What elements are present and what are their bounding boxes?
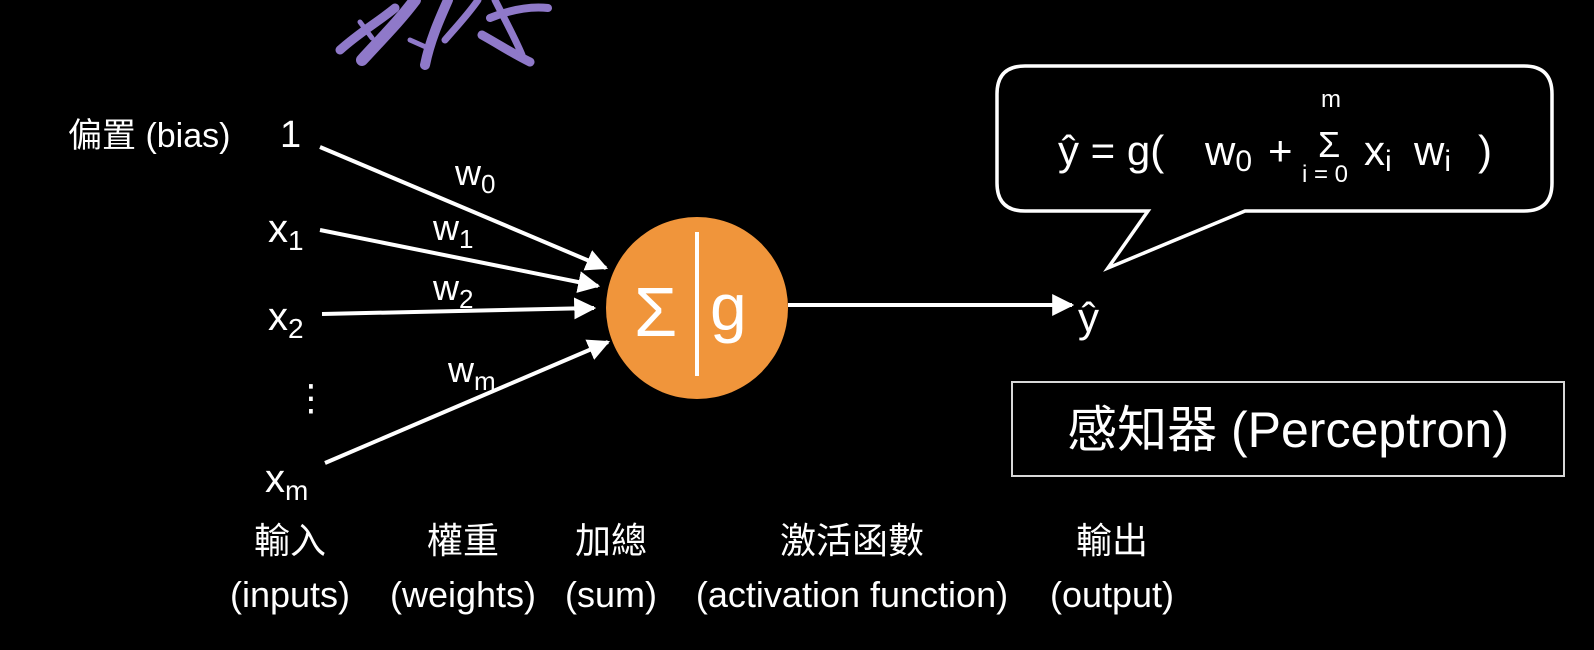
input-x1: x1 <box>268 207 304 256</box>
formula-sum-upper: m <box>1321 86 1341 113</box>
perceptron-node: Σ g <box>606 217 788 399</box>
formula-sigma: Σ <box>1318 124 1340 165</box>
stage-activation-en: (activation function) <box>696 574 1008 615</box>
stage-output-en: (output) <box>1050 574 1174 615</box>
sum-symbol: Σ <box>634 273 677 351</box>
stage-inputs-zh: 輸入 <box>254 520 326 561</box>
caption-frame <box>1011 381 1565 477</box>
formula-plus: + <box>1268 127 1293 174</box>
weight-w2: w2 <box>432 267 473 314</box>
stage-output-zh: 輸出 <box>1076 520 1148 561</box>
stage-inputs-en: (inputs) <box>230 574 350 615</box>
input-ellipsis: ⋮ <box>293 377 329 418</box>
stage-sum-zh: 加總 <box>575 520 647 561</box>
input-x2: x2 <box>268 295 304 344</box>
neuron-dendrite-decoration <box>340 0 548 65</box>
weight-wm: wm <box>447 349 496 396</box>
output-symbol: ŷ <box>1078 294 1099 341</box>
bias-value: 1 <box>280 114 301 156</box>
formula-rparen: ) <box>1478 127 1492 174</box>
bias-label: 偏置 (bias) <box>68 117 230 155</box>
stage-labels: 輸入 (inputs) 權重 (weights) 加總 (sum) 激活函數 (… <box>230 520 1174 615</box>
arrow-x2 <box>322 308 594 314</box>
input-xm: xm <box>265 457 308 506</box>
weight-w0: w0 <box>454 152 495 199</box>
stage-weights-zh: 權重 <box>427 520 499 561</box>
activation-symbol: g <box>710 270 747 344</box>
stage-activation-zh: 激活函數 <box>780 520 924 561</box>
formula-lhs: ŷ = g( <box>1058 127 1164 174</box>
formula-sum-lower: i = 0 <box>1302 161 1348 188</box>
weight-w1: w1 <box>432 207 473 254</box>
stage-sum-en: (sum) <box>565 574 657 615</box>
stage-weights-en: (weights) <box>390 574 536 615</box>
